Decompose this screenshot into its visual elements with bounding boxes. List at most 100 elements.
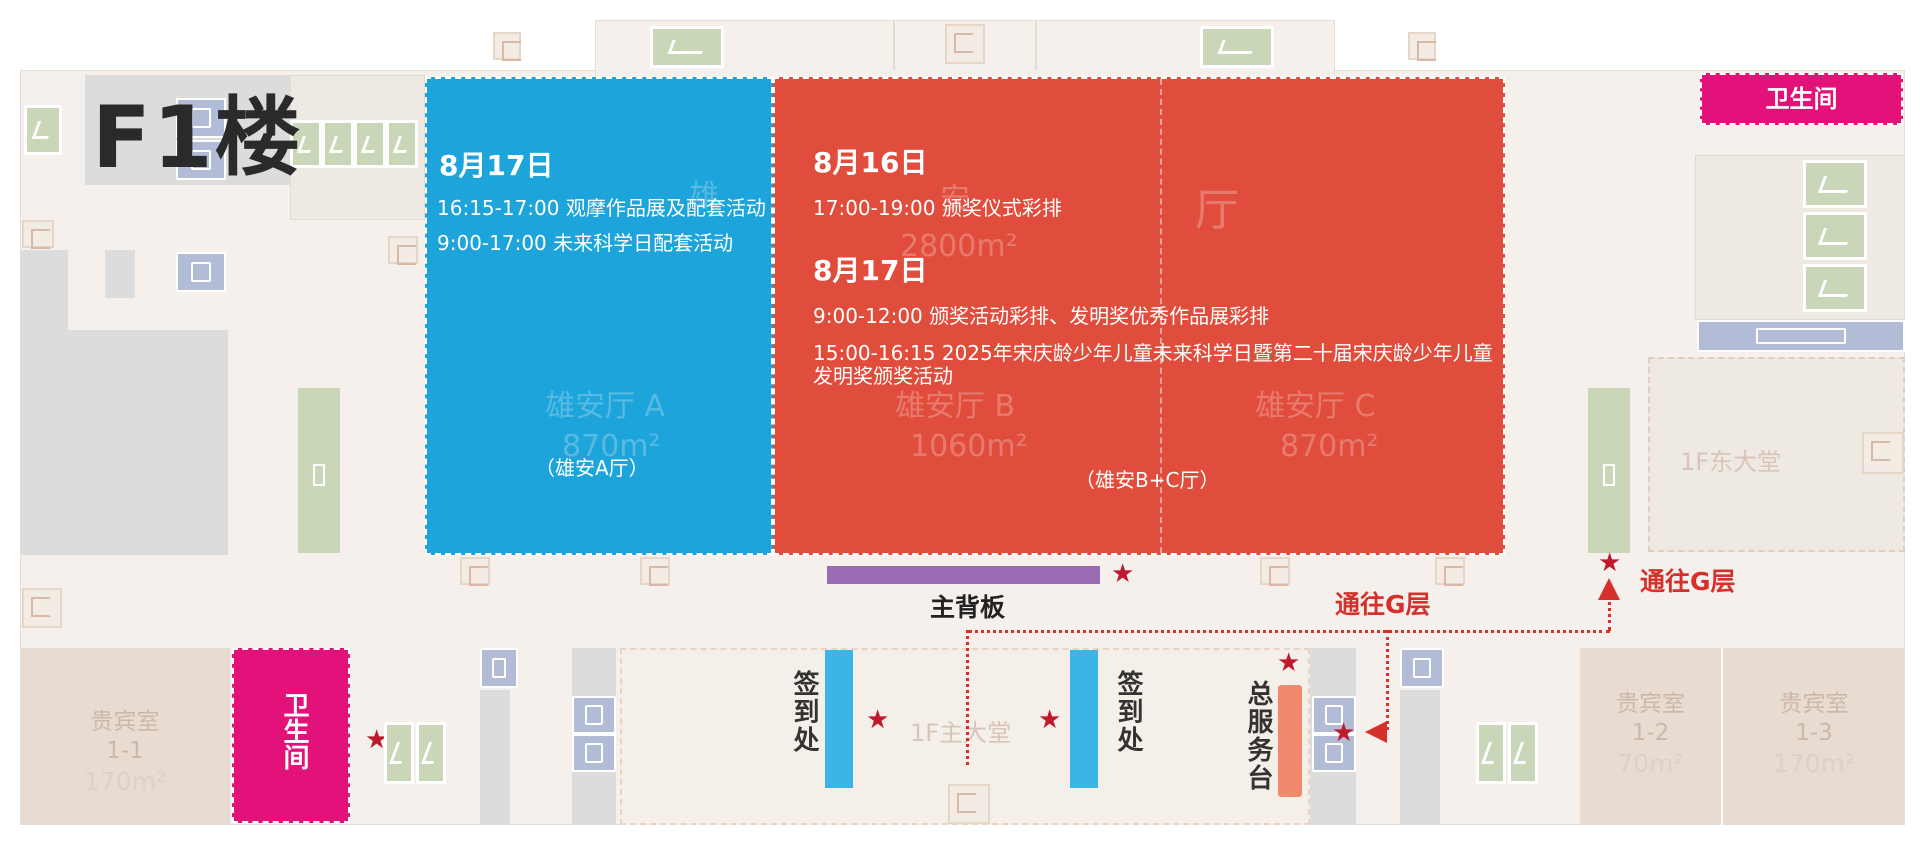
stairs-icon: [650, 26, 724, 68]
storage-room: [105, 250, 135, 298]
checkin-label-left: 签到处: [789, 670, 819, 754]
vip-room-name: 贵宾室: [90, 709, 160, 735]
route-line: [968, 630, 1610, 633]
exit-icon: [640, 557, 670, 586]
main-backdrop-bar: [827, 566, 1100, 584]
hall-c-ghost-name: 雄安厅 C: [1255, 389, 1376, 424]
stairs-icon: [24, 105, 62, 155]
hall-a-ghost-char: 雄: [689, 179, 719, 214]
vip-room-size: 170m²: [1772, 748, 1856, 778]
elevator-icon: [176, 98, 226, 138]
elevator-icon: [572, 696, 616, 734]
hall-bc-ghost-char: 安: [940, 182, 970, 217]
to-g-floor-label-1: 通往G层: [1335, 590, 1431, 619]
vip-room-number: 1-2: [1631, 719, 1670, 746]
restroom-left-label: 卫生间: [279, 692, 309, 770]
stairs-icon: [416, 722, 446, 784]
top-wing-divider: [1035, 20, 1037, 70]
stairs-icon: [1508, 722, 1538, 784]
exit-icon: [945, 24, 985, 64]
star-marker-icon: ★: [866, 705, 890, 735]
vip-room-number: 1-3: [1795, 719, 1833, 746]
vip-room-size: 170m²: [83, 766, 167, 796]
elevator-icon: [1697, 320, 1905, 352]
checkin-desk-right[interactable]: [1070, 650, 1098, 788]
to-g-floor-label-2: 通往G层: [1640, 567, 1736, 596]
stairs-icon: [384, 722, 414, 784]
exit-icon: [22, 220, 54, 249]
stairs-icon: [322, 120, 354, 168]
route-line: [1386, 630, 1389, 730]
vip-room-1-1[interactable]: 贵宾室 1-1 170m²: [20, 648, 230, 825]
service-desk[interactable]: [1278, 685, 1302, 797]
star-marker-icon: ★: [1038, 705, 1062, 735]
route-line: [1608, 595, 1611, 631]
hall-a-tag: （雄安A厅）: [535, 456, 649, 480]
elevator-icon: [176, 252, 226, 292]
route-line: [966, 630, 969, 765]
exit-icon: [388, 236, 418, 265]
star-marker-icon: ★: [1332, 718, 1356, 748]
vip-room-name: 贵宾室: [1779, 691, 1849, 717]
elevator-icon: [1400, 648, 1444, 688]
arrow-left-icon: [1365, 721, 1387, 743]
hall-b-ghost-name: 雄安厅 B: [895, 389, 1016, 424]
vip-room-name: 贵宾室: [1616, 691, 1685, 717]
vip-room-number: 1-1: [106, 737, 144, 764]
main-backdrop-label: 主背板: [930, 593, 1006, 622]
exit-icon: [22, 588, 62, 628]
escalator-icon: [298, 388, 340, 553]
exit-icon: [1408, 32, 1437, 61]
elevator-icon: [572, 734, 616, 772]
hall-a-date: 8月17日: [439, 149, 554, 182]
star-marker-icon: ★: [1598, 548, 1622, 578]
corridor: [1400, 690, 1440, 825]
elevator-icon: [480, 648, 518, 688]
stairs-icon: [1803, 212, 1867, 260]
star-marker-icon: ★: [365, 725, 389, 755]
hall-bc-date-1: 8月16日: [813, 146, 928, 179]
storage-room: [20, 330, 228, 555]
hall-bc-event-2: 9:00-12:00 颁奖活动彩排、发明奖优秀作品展彩排: [813, 304, 1270, 328]
star-marker-icon: ★: [1111, 559, 1135, 589]
exit-icon: [948, 784, 990, 824]
stairs-icon: [1200, 26, 1274, 68]
top-wing-divider: [893, 20, 895, 70]
hall-bc-date-2: 8月17日: [813, 254, 928, 287]
vip-room-size: 70m²: [1617, 748, 1684, 778]
restroom-left[interactable]: 卫生间: [232, 648, 350, 823]
vip-room-1-3[interactable]: 贵宾室 1-3 170m²: [1723, 648, 1905, 825]
hall-a-ghost-name: 雄安厅 A: [545, 389, 666, 424]
escalator-icon: [1588, 388, 1630, 553]
vip-room-1-2[interactable]: 贵宾室 1-2 70m²: [1580, 648, 1723, 825]
stairs-icon: [386, 120, 418, 168]
hall-a-event-2: 9:00-17:00 未来科学日配套活动: [437, 231, 734, 255]
elevator-icon: [176, 140, 226, 180]
hall-bc-ghost-char: 厅: [1195, 185, 1239, 236]
hall-a-ghost-size: 870m²: [562, 429, 661, 464]
stairs-icon: [354, 120, 386, 168]
checkin-desk-left[interactable]: [825, 650, 853, 788]
stairs-icon: [1803, 264, 1867, 312]
corridor: [480, 690, 510, 825]
restroom-top[interactable]: 卫生间: [1700, 73, 1903, 125]
exit-icon: [493, 32, 522, 61]
arrow-up-icon: [1598, 578, 1620, 600]
side-room: [1695, 155, 1905, 320]
stairs-icon: [1476, 722, 1506, 784]
stairs-icon: [1803, 160, 1867, 208]
star-marker-icon: ★: [1277, 648, 1301, 678]
hall-c-ghost-size: 870m²: [1280, 429, 1379, 464]
elevator-icon: [1312, 734, 1356, 772]
hall-bc-divider: [1160, 79, 1162, 553]
hall-b-ghost-size: 1060m²: [910, 429, 1028, 464]
exit-icon: [1260, 557, 1290, 586]
hall-bc[interactable]: 安 厅 2800m² 雄安厅 B 1060m² 雄安厅 C 870m² 8月16…: [773, 77, 1505, 555]
hall-bc-event-3: 15:00-16:15 2025年宋庆龄少年儿童未来科学日暨第二十届宋庆龄少年儿…: [813, 341, 1493, 388]
exit-icon: [460, 557, 490, 586]
hall-bc-ghost-top-size: 2800m²: [900, 229, 1018, 264]
east-lobby-label: 1F东大堂: [1680, 448, 1782, 476]
hall-bc-event-1: 17:00-19:00 颁奖仪式彩排: [813, 196, 1062, 220]
hall-a[interactable]: 雄 雄安厅 A 870m² 8月17日 16:15-17:00 观摩作品展及配套…: [425, 77, 773, 555]
exit-icon: [1862, 432, 1904, 474]
